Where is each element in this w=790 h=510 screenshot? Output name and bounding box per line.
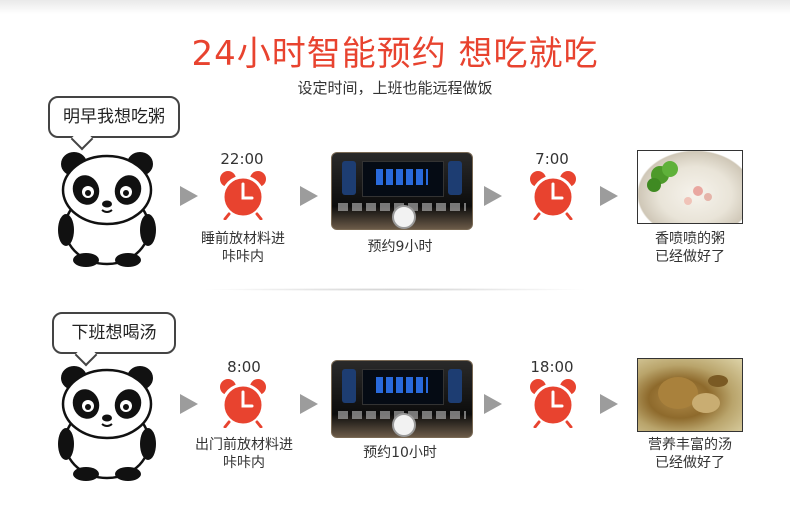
panda-mascot-icon <box>58 152 156 267</box>
end-caption: 营养丰富的汤 已经做好了 <box>630 436 750 472</box>
end-caption-line-1: 营养丰富的汤 <box>648 437 732 453</box>
soup-chicken-icon <box>658 375 728 413</box>
page-title: 24小时智能预约 想吃就吃 <box>191 34 599 74</box>
arrow-right-icon <box>600 394 618 414</box>
panel-knob <box>392 413 416 437</box>
schedule-row-porridge: 明早我想吃粥 22:00 睡前放材料进 咔咔内 <box>0 90 790 290</box>
end-caption: 香喷喷的粥 已经做好了 <box>630 230 750 266</box>
panel-digits <box>376 169 428 185</box>
end-caption-line-2: 已经做好了 <box>655 249 725 265</box>
parsley-garnish-icon <box>647 161 712 205</box>
start-time: 8:00 <box>227 358 261 376</box>
arrow-right-icon <box>484 394 502 414</box>
control-panel-image <box>331 360 473 438</box>
arrow-right-icon <box>180 186 198 206</box>
start-caption-line-1: 出门前放材料进 <box>195 437 293 453</box>
end-time: 18:00 <box>530 358 574 376</box>
panel-left-keys <box>342 369 356 403</box>
end-caption-line-2: 已经做好了 <box>655 455 725 471</box>
porridge-photo <box>637 150 743 224</box>
arrow-right-icon <box>300 186 318 206</box>
panda-mascot-icon <box>58 366 156 481</box>
panel-knob <box>392 205 416 229</box>
speech-bubble: 下班想喝汤 <box>52 312 176 354</box>
speech-bubble: 明早我想吃粥 <box>48 96 180 138</box>
alarm-clock-icon <box>220 171 266 220</box>
schedule-row-soup: 下班想喝汤 8:00 出门前放材料进 咔咔内 <box>0 306 790 506</box>
alarm-clock-icon <box>530 171 576 220</box>
panel-right-keys <box>448 161 462 195</box>
arrow-right-icon <box>300 394 318 414</box>
control-panel-image <box>331 152 473 230</box>
start-caption: 出门前放材料进 咔咔内 <box>186 436 302 472</box>
start-caption: 睡前放材料进 咔咔内 <box>188 230 298 266</box>
start-caption-line-1: 睡前放材料进 <box>201 231 285 247</box>
panel-left-keys <box>342 161 356 195</box>
top-shade <box>0 0 790 14</box>
start-time: 22:00 <box>220 150 264 168</box>
panel-caption: 预约9小时 <box>367 239 433 255</box>
start-caption-line-2: 咔咔内 <box>222 249 264 265</box>
arrow-right-icon <box>600 186 618 206</box>
alarm-clock-icon <box>220 379 266 428</box>
alarm-clock-icon <box>530 379 576 428</box>
row-divider <box>200 288 590 291</box>
start-caption-line-2: 咔咔内 <box>223 455 265 471</box>
soup-photo <box>637 358 743 432</box>
end-caption-line-1: 香喷喷的粥 <box>655 231 725 247</box>
page-subtitle: 设定时间，上班也能远程做饭 <box>297 79 493 97</box>
panel-caption: 预约10小时 <box>363 445 437 461</box>
panel-right-keys <box>448 369 462 403</box>
arrow-right-icon <box>484 186 502 206</box>
end-time: 7:00 <box>535 150 569 168</box>
panel-digits <box>376 377 428 393</box>
arrow-right-icon <box>180 394 198 414</box>
